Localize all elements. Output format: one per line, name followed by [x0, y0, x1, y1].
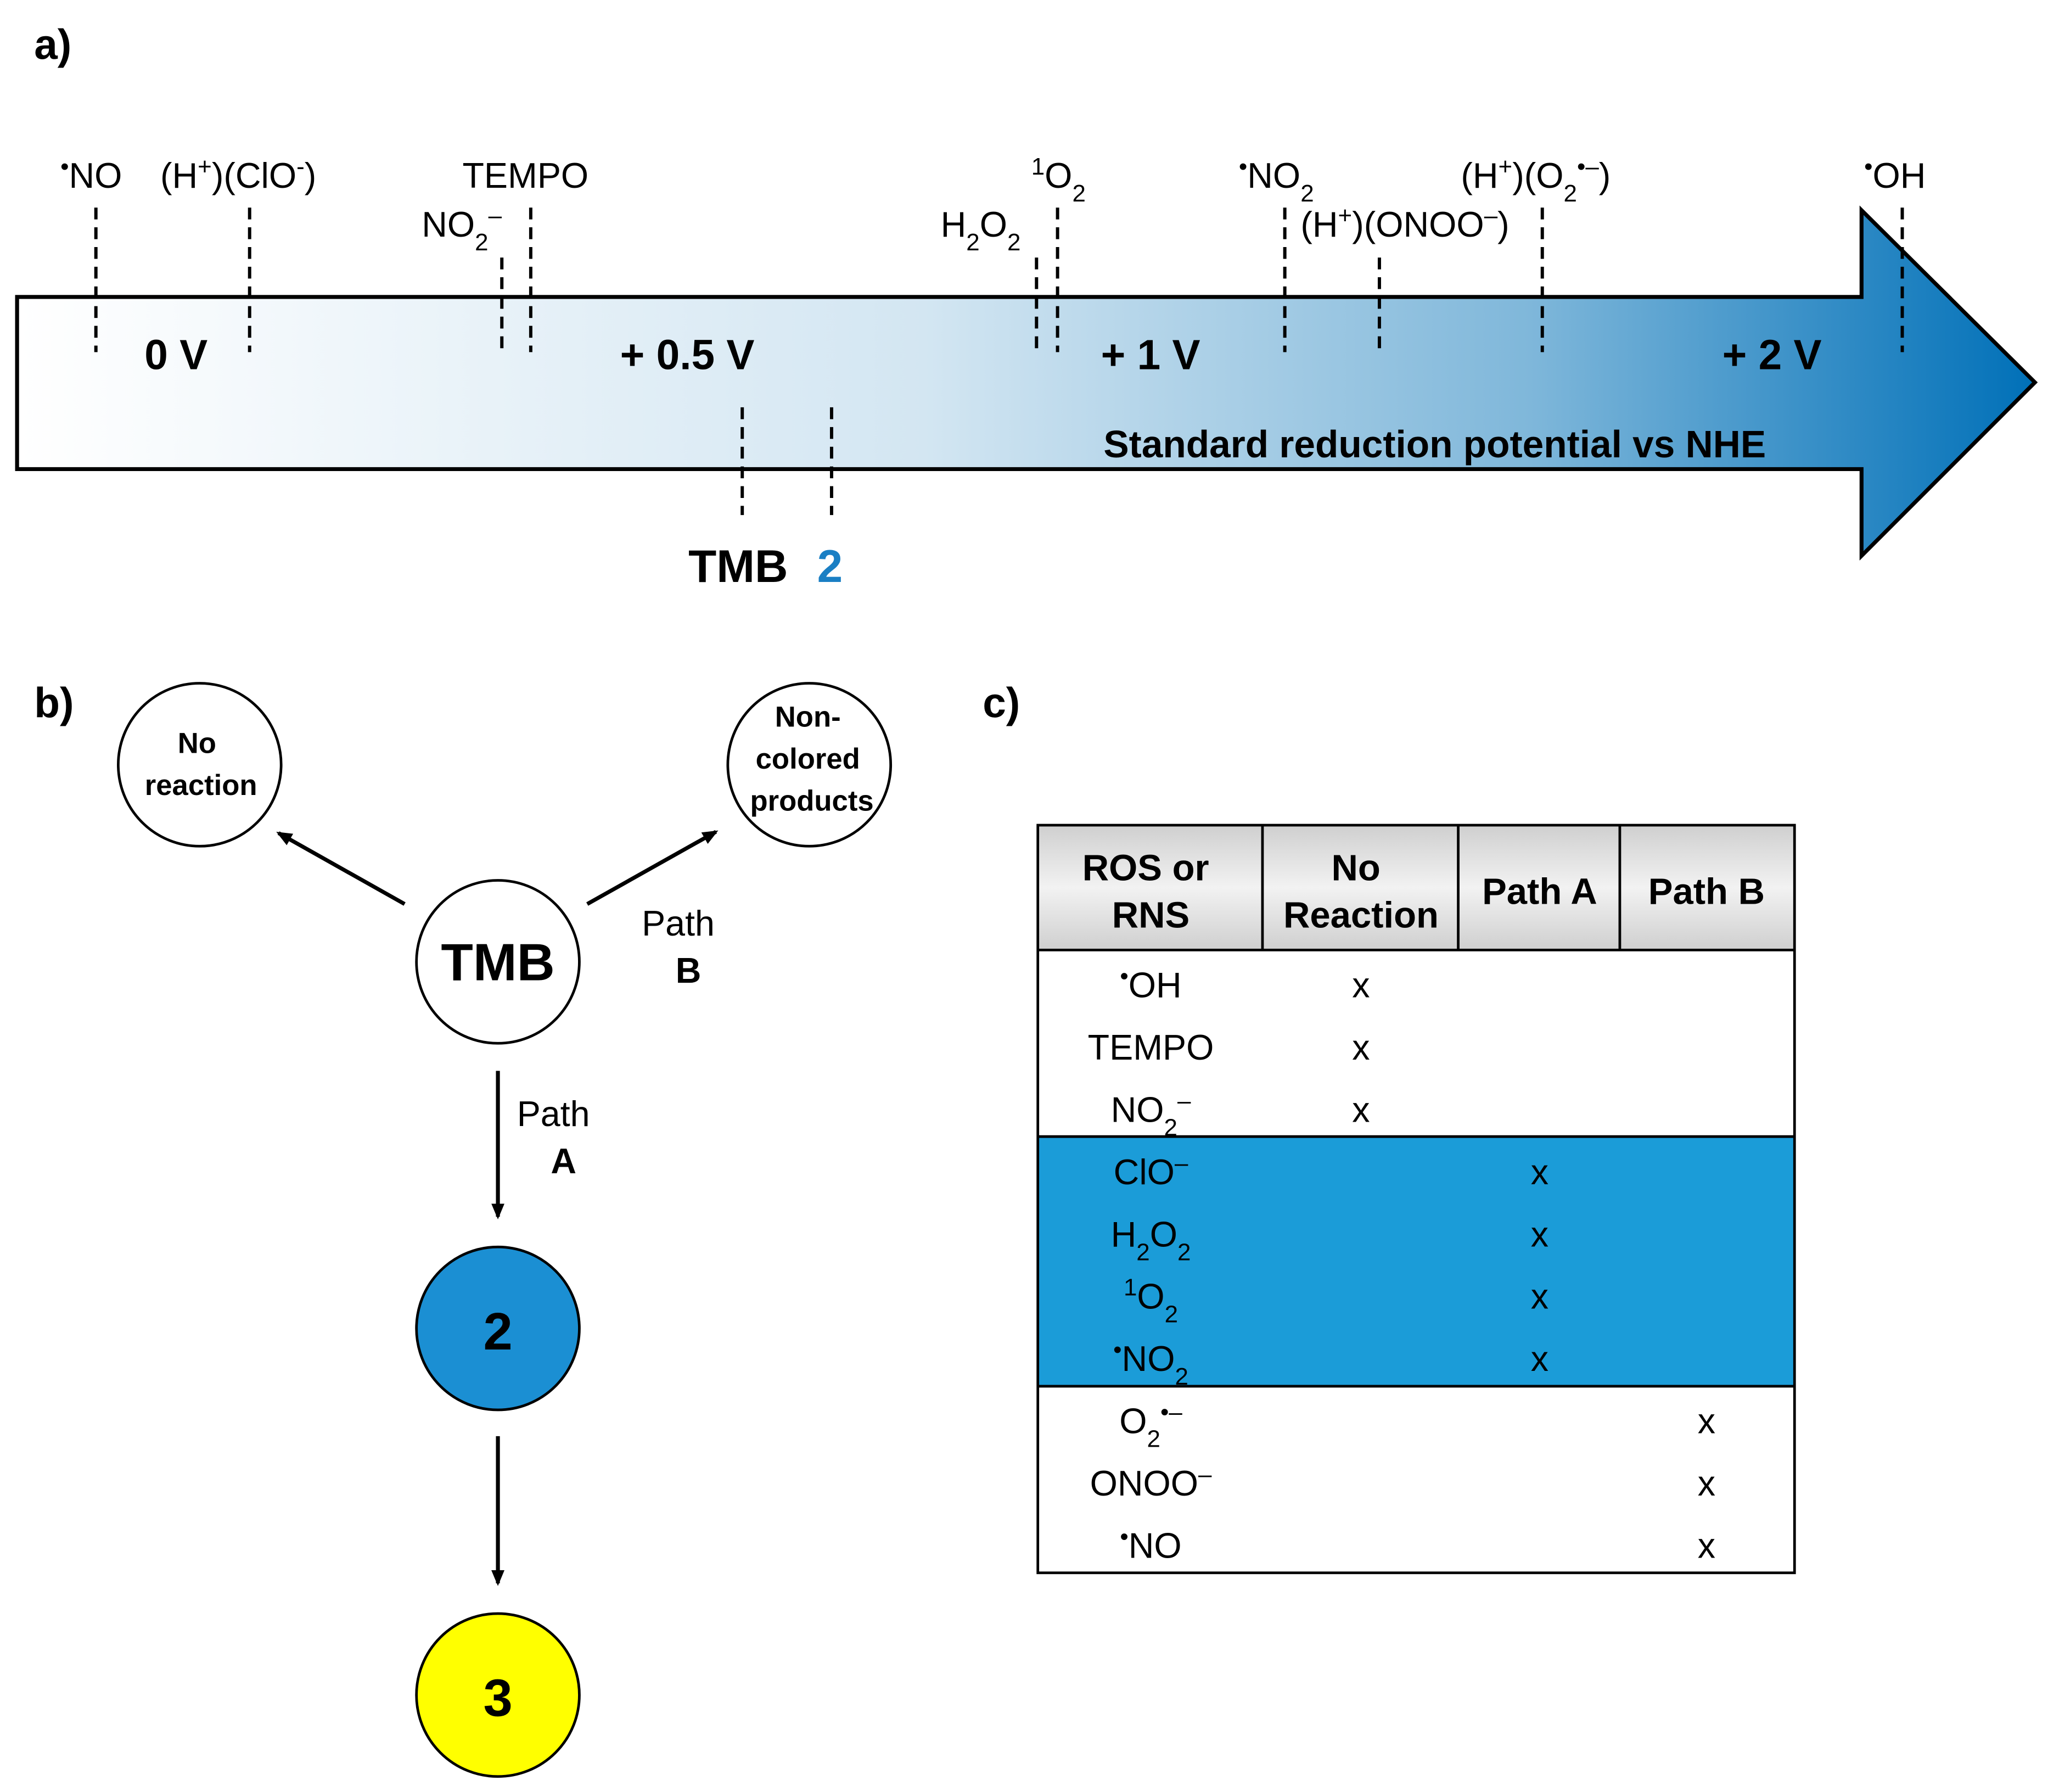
panel-label-b: b) [34, 680, 74, 727]
header-path-a: Path A [1482, 871, 1597, 912]
tick-0-5v: + 0.5 V [620, 332, 755, 379]
table-cell-mark: x [1531, 1339, 1548, 1379]
reaction-scheme: No reaction Non- colored products TMB 2 … [117, 682, 893, 1778]
axis-title: Standard reduction potential vs NHE [1103, 423, 1766, 466]
node-3-label: 3 [483, 1669, 512, 1728]
table-cell-species: •NO [1120, 1523, 1181, 1566]
species-labels: •NO (H+)(ClO-) TEMPO NO2– 1O2 H2O2 •NO2 … [60, 153, 1926, 256]
probe-2-label: 2 [817, 540, 843, 592]
table-cell-mark: x [1531, 1277, 1548, 1317]
node-2 [415, 1245, 581, 1412]
probe-tmb-label: TMB [688, 540, 788, 592]
species-label: •OH [1864, 153, 1926, 196]
node-tmb [415, 879, 581, 1045]
species-label: •NO2 [1239, 153, 1314, 207]
path-b-label: Path B [642, 904, 725, 990]
path-a-label: Path A [517, 1094, 600, 1181]
table-cell-mark: x [1531, 1214, 1548, 1254]
table-header-bg [1037, 825, 1795, 950]
table-cell-species: NO2– [1111, 1087, 1191, 1141]
potential-arrow [15, 205, 2038, 561]
panel-label-a: a) [34, 22, 71, 69]
node-non-colored-label: Non- colored products [750, 701, 873, 817]
node-tmb-label: TMB [441, 933, 554, 992]
node-no-reaction-label: No reaction [145, 727, 257, 802]
species-label: (H+)(ClO-) [160, 153, 316, 196]
table-cell-mark: x [1352, 1090, 1370, 1129]
header-ros-rns: ROS or RNS [1082, 848, 1219, 936]
arrow-to-no-reaction [276, 831, 406, 906]
table-border [1036, 824, 1796, 1575]
table-cell-mark: x [1698, 1526, 1715, 1565]
table-cell-mark: x [1352, 1028, 1370, 1067]
ros-rns-table: ROS or RNS No Reaction Path A Path B •OH… [1036, 824, 1796, 1575]
table-cell-mark: x [1698, 1464, 1715, 1503]
table-cell-species: •OH [1120, 962, 1181, 1005]
table-cell-species: ClO– [1114, 1149, 1188, 1191]
tick-2v: + 2 V [1722, 332, 1822, 379]
tick-1v: + 1 V [1101, 332, 1200, 379]
table-cell-species: TEMPO [1088, 1028, 1214, 1067]
table-cell-species: ONOO– [1090, 1461, 1212, 1504]
species-label: 1O2 [1031, 153, 1086, 207]
potential-markers [94, 208, 1904, 516]
table-highlight-path-a [1037, 1136, 1795, 1386]
arrow-path-b [586, 830, 719, 906]
header-no-reaction: No Reaction [1283, 848, 1439, 936]
node-non-colored-products [726, 682, 893, 848]
node-no-reaction [117, 682, 283, 848]
header-path-b: Path B [1648, 871, 1765, 912]
table-cell-species: 1O2 [1124, 1274, 1178, 1328]
node-3 [415, 1612, 581, 1778]
table-cell-mark: x [1352, 966, 1370, 1005]
species-label: •NO [60, 153, 122, 196]
panel-label-c: c) [983, 680, 1020, 727]
tick-0v: 0 V [144, 332, 207, 379]
potential-ticks: 0 V + 0.5 V + 1 V + 2 V [144, 332, 1821, 379]
species-label: (H+)(O2•–) [1461, 153, 1611, 207]
table-cell-species: •NO2 [1113, 1336, 1188, 1390]
table-headers: ROS or RNS No Reaction Path A Path B [1082, 848, 1765, 936]
species-label: NO2– [422, 201, 502, 255]
table-cell-species: O2•– [1119, 1398, 1182, 1452]
species-label: H2O2 [941, 205, 1021, 256]
table-cell-species: H2O2 [1111, 1214, 1191, 1265]
node-2-label: 2 [483, 1302, 512, 1361]
table-cell-mark: x [1698, 1402, 1715, 1441]
species-label: (H+)(ONOO–) [1300, 201, 1509, 244]
species-label: TEMPO [462, 156, 588, 195]
table-cell-mark: x [1531, 1152, 1548, 1192]
